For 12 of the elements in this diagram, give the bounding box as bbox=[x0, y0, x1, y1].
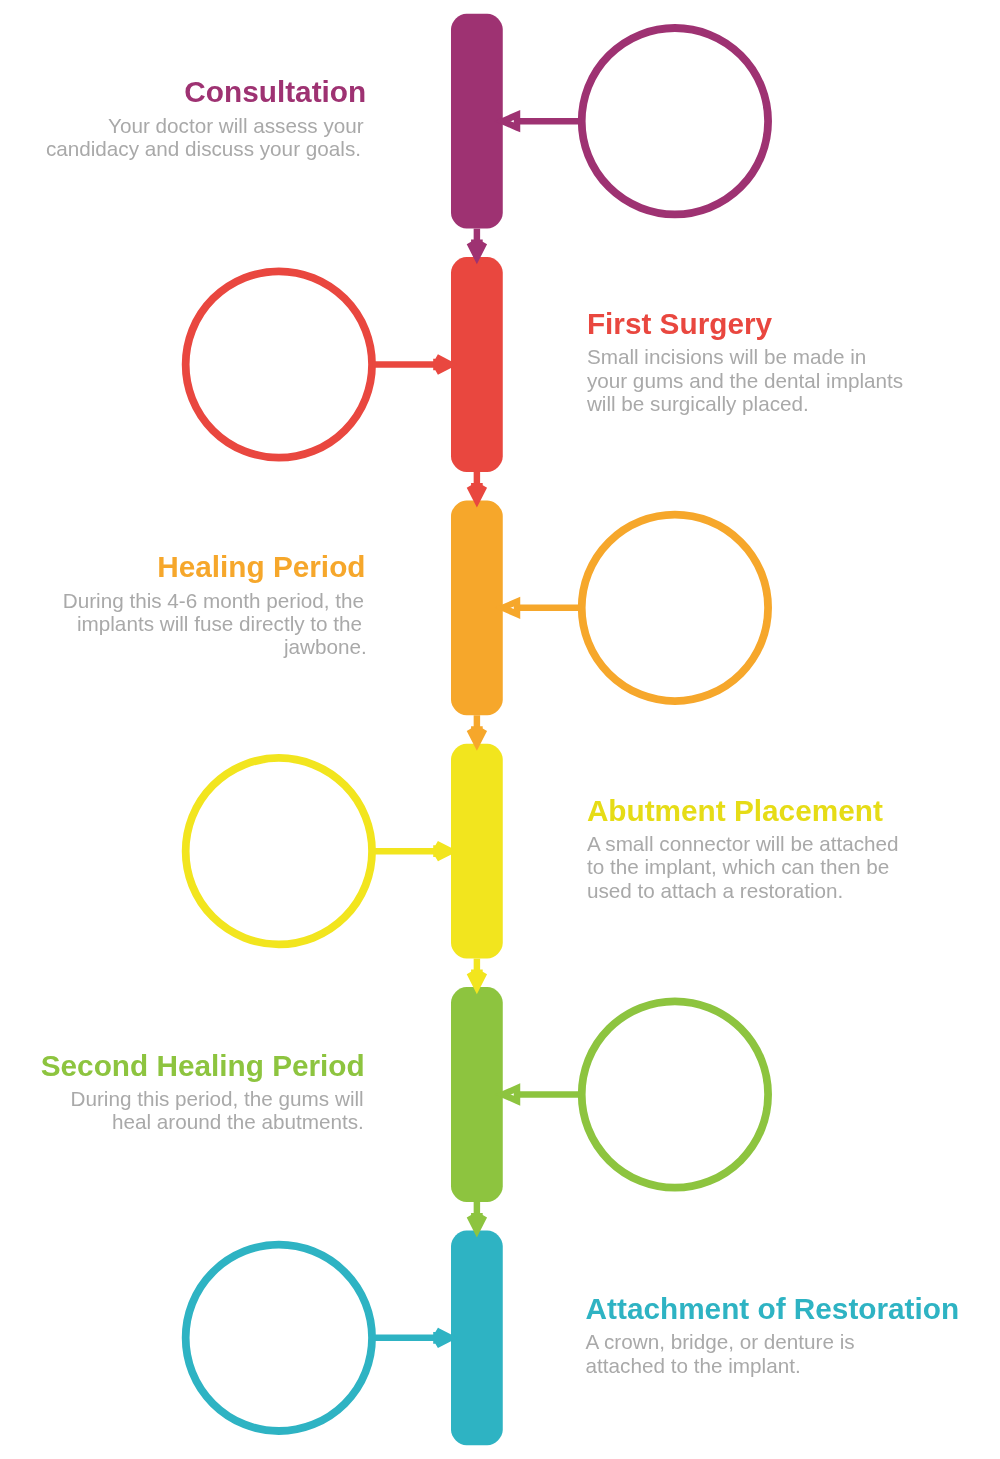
node-label: Your doctor will assess your candidacy and discuss your goals. bbox=[45, 113, 364, 160]
node-label: Small incisions will be made in your gums and the dental implants will be surgically placed. bbox=[586, 345, 903, 415]
node-label: During this 4-6 month period, the implants will fuse directly to the jawbone. bbox=[62, 588, 367, 659]
node-label: A small connector will be attached to the implant, which can then be used to attach a restoration. bbox=[586, 831, 899, 902]
node-label: A crown, bridge, or denture is attached to the implant. bbox=[585, 1330, 855, 1377]
node-label: During this period, the gums will heal around the abutments. bbox=[69, 1086, 364, 1134]
node-label: Second Healing Period bbox=[40, 1048, 365, 1082]
node-label: Attachment of Restoration bbox=[585, 1291, 959, 1325]
node-label: First Surgery bbox=[586, 306, 772, 340]
node-label: Abutment Placement bbox=[586, 793, 883, 827]
node-label: Healing Period bbox=[156, 550, 365, 584]
node-label: Consultation bbox=[183, 75, 366, 109]
